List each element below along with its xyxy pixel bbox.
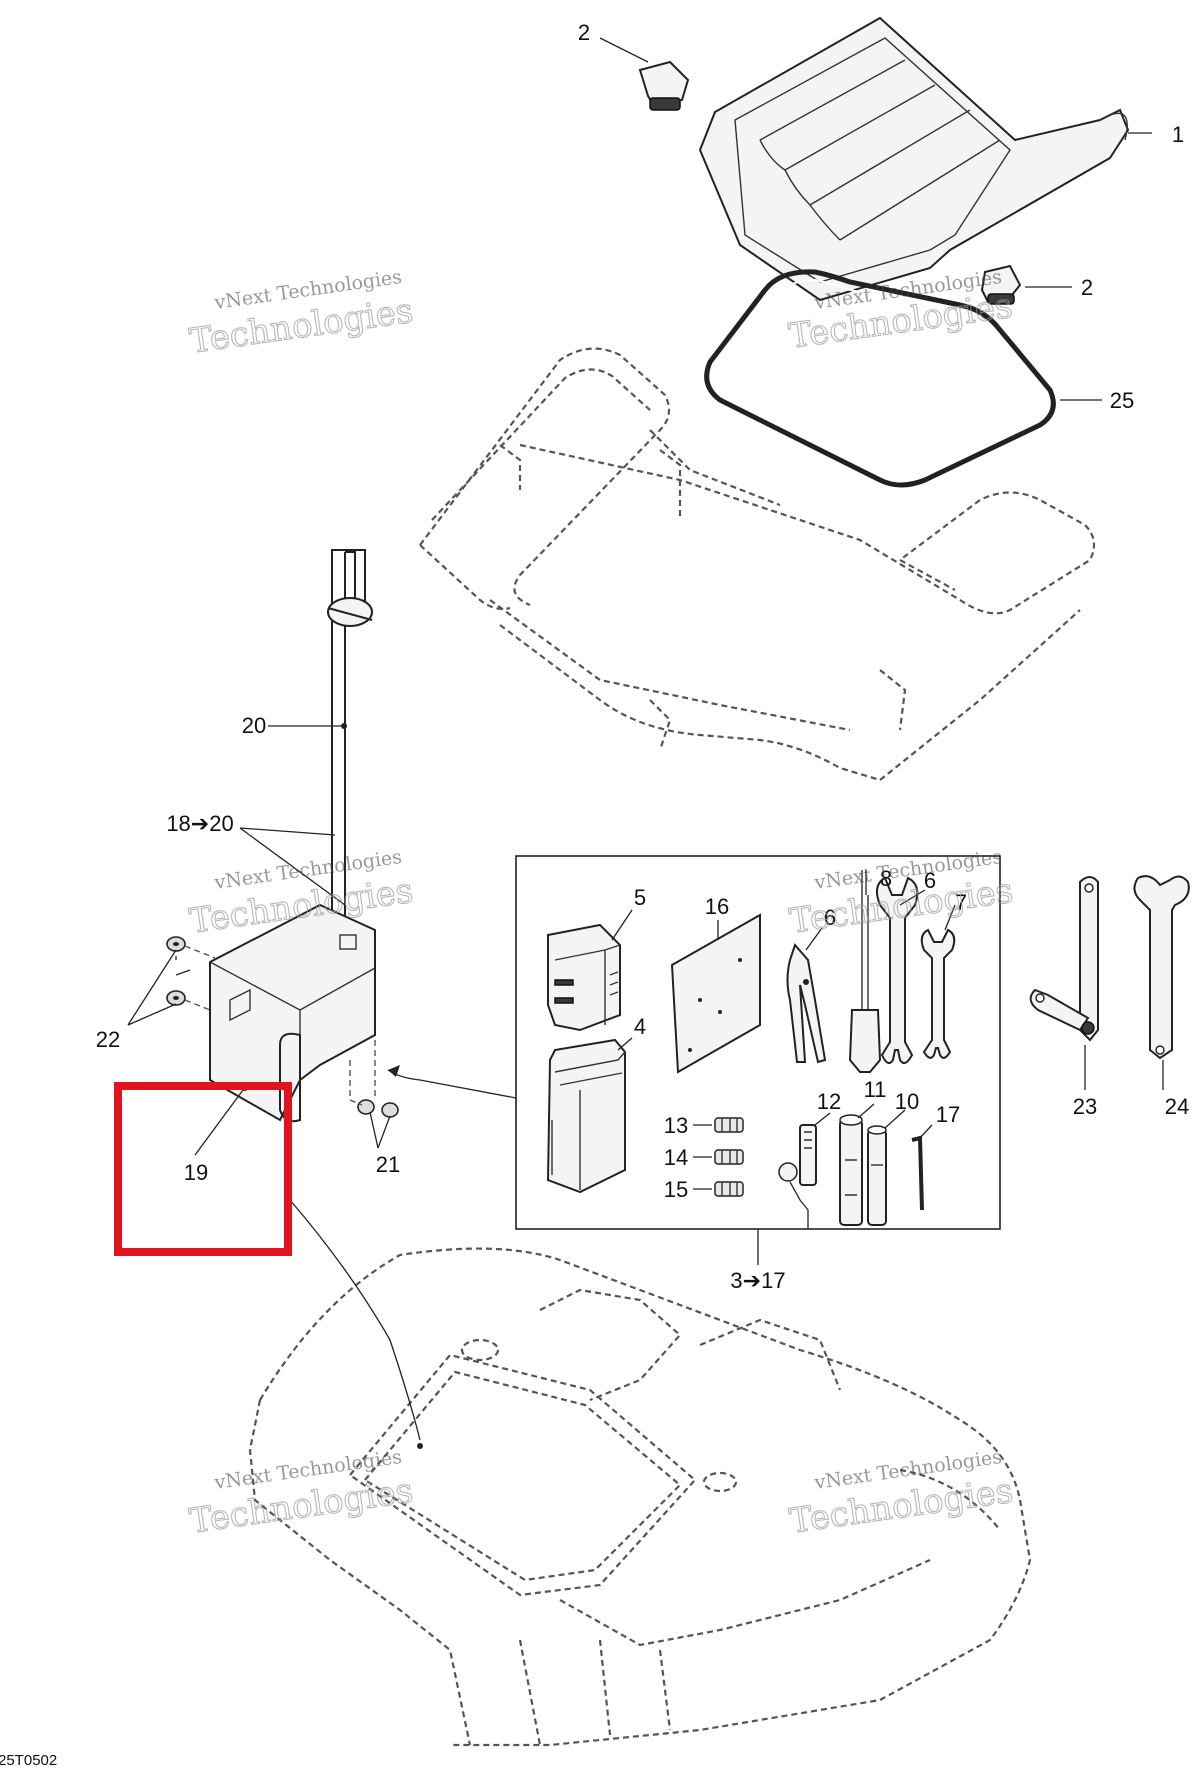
fuse-14 (714, 1149, 744, 1165)
callout-2-top: 2 (578, 20, 590, 45)
washer-22a (166, 936, 186, 952)
washer-22b (166, 990, 186, 1006)
callout-14: 14 (664, 1145, 688, 1170)
spanner-24-part (1133, 875, 1190, 1060)
socket-11-part (839, 1114, 863, 1226)
bolt-21a (357, 1099, 375, 1115)
callout-25: 25 (1110, 388, 1134, 413)
callout-labels: 1 2 2 25 20 18➔20 22 19 21 5 16 8 6 6 7 … (96, 20, 1189, 1293)
seat-part (698, 16, 1130, 302)
callout-17: 17 (936, 1102, 960, 1127)
callout-2-right: 2 (1081, 275, 1093, 300)
callout-22: 22 (96, 1027, 120, 1052)
callout-12: 12 (817, 1089, 841, 1114)
callout-4: 4 (634, 1014, 646, 1039)
hex-key-part (911, 1135, 924, 1211)
callout-3-17: 3➔17 (730, 1268, 785, 1293)
latch-right (980, 264, 1022, 305)
callout-8: 8 (880, 866, 892, 891)
socket-10-part (867, 1125, 887, 1226)
bolt-21b (381, 1102, 399, 1118)
wrench-large-part (875, 876, 919, 1065)
fuse-13 (714, 1117, 744, 1133)
seal-part (704, 269, 1056, 488)
callout-15: 15 (664, 1177, 688, 1202)
wrench-small-part (920, 928, 956, 1059)
callout-20: 20 (242, 713, 266, 738)
callout-23: 23 (1073, 1094, 1097, 1119)
latch-top (638, 60, 690, 111)
callout-1: 1 (1172, 122, 1184, 147)
fuse-15 (714, 1181, 744, 1197)
watermark-top-left: vNext Technologies Technologies (187, 266, 417, 362)
gauge-tool-part (778, 1124, 817, 1230)
callout-6-pliers: 6 (824, 905, 836, 930)
callout-13: 13 (664, 1113, 688, 1138)
reference-code: 25T0502 (0, 1752, 57, 1769)
rack-frame-ghost (419, 347, 1096, 782)
callout-21: 21 (376, 1152, 400, 1177)
manual-card-part (670, 913, 761, 1074)
screwdriver-part (848, 895, 882, 1073)
callout-7: 7 (955, 890, 967, 915)
storage-box-part (209, 903, 376, 1123)
highlight-box-part-19 (114, 1082, 292, 1256)
callout-24: 24 (1165, 1094, 1189, 1119)
pouch-part (546, 1038, 626, 1194)
watermark-bottom-left: vNext Technologies Technologies (187, 1446, 417, 1542)
callout-5: 5 (634, 885, 646, 910)
body-panel-ghost (248, 1247, 1032, 1747)
callout-18-20: 18➔20 (166, 811, 233, 836)
spanner-23-part (1029, 876, 1099, 1042)
pouch-lid-part (547, 923, 621, 1032)
callout-19: 19 (184, 1160, 208, 1185)
callout-16: 16 (705, 894, 729, 919)
pliers-part (786, 943, 827, 1064)
prop-rod-part (327, 549, 373, 980)
callout-6-right: 6 (924, 868, 936, 893)
leader-lines (127, 37, 1164, 1265)
callout-10: 10 (895, 1089, 919, 1114)
callout-11: 11 (864, 1077, 887, 1102)
watermark-bottom-right: vNext Technologies Technologies (787, 1446, 1017, 1542)
